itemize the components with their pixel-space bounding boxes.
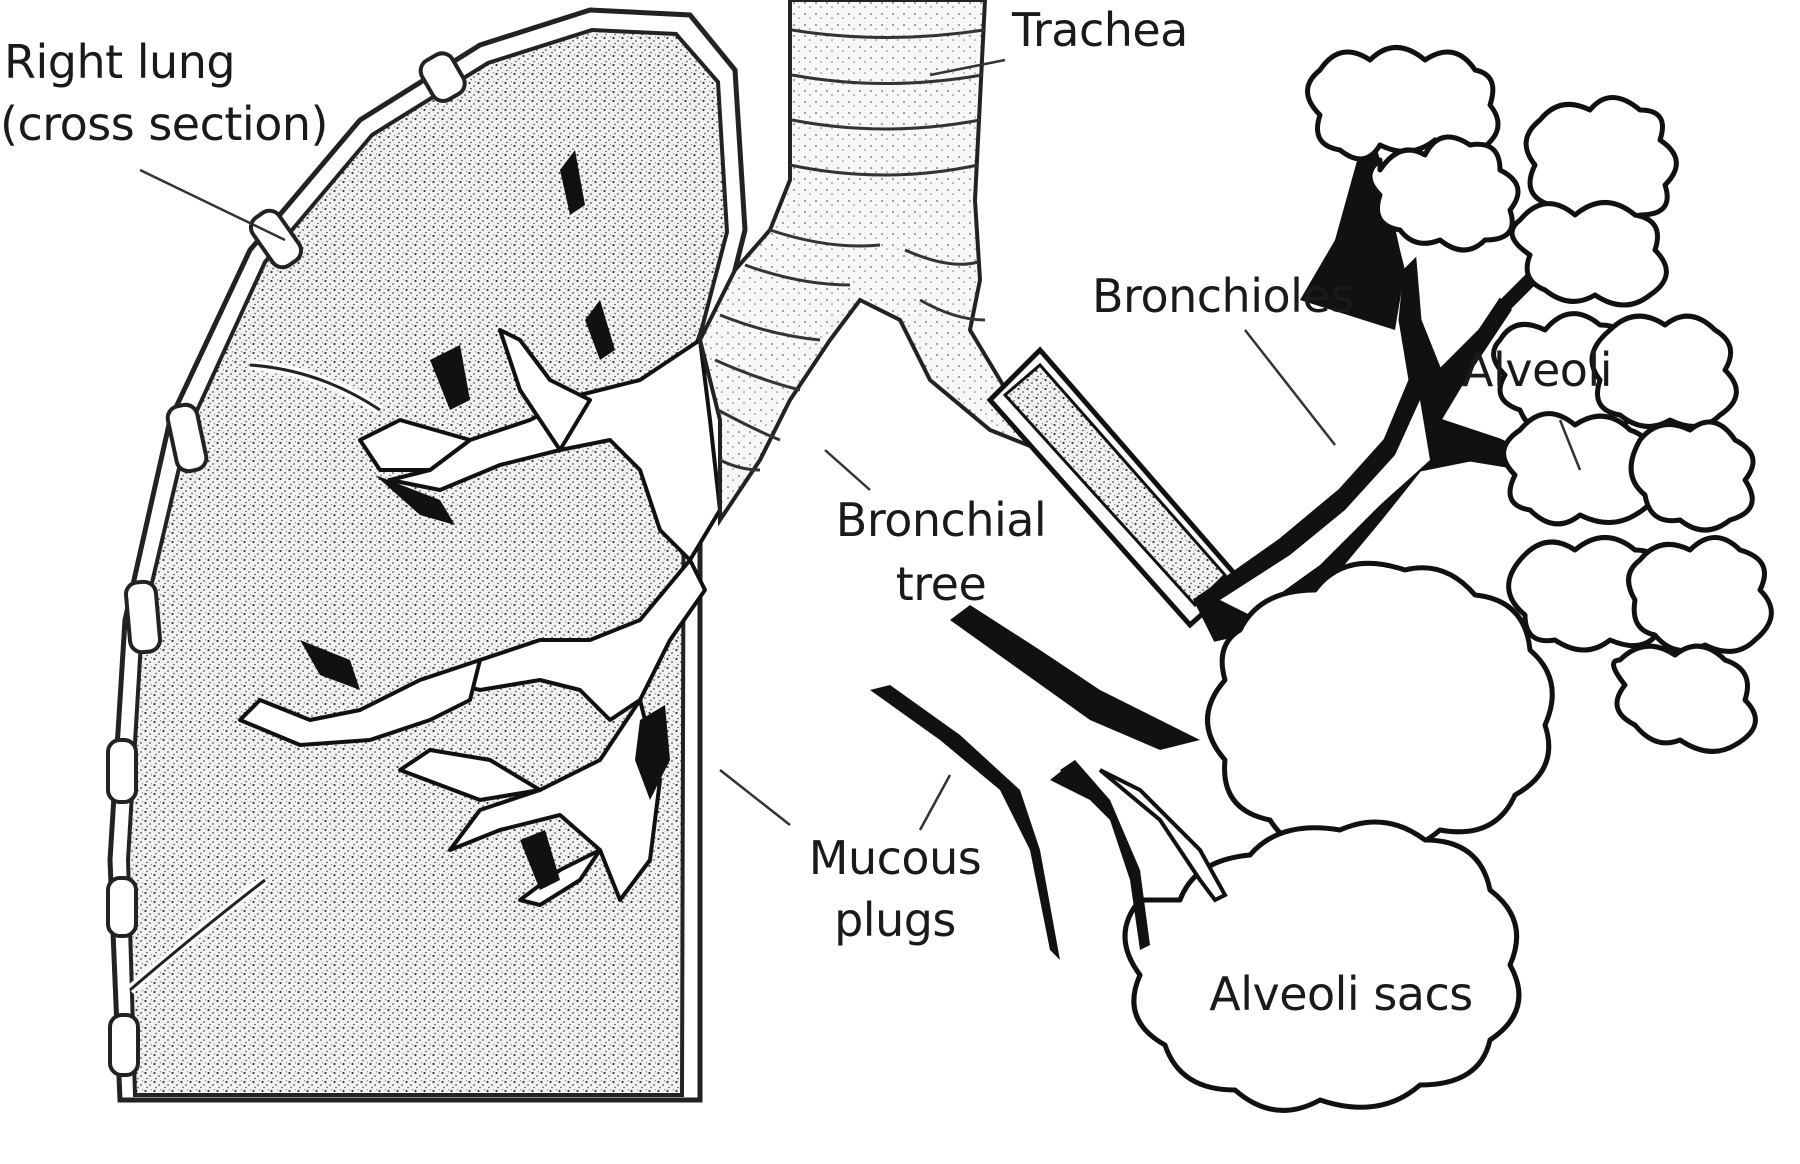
label-mucous-plugs-line1: Mucous — [780, 828, 1010, 888]
label-alveoli: Alveoli — [1462, 340, 1612, 400]
alveoli-sac-upper — [1208, 563, 1553, 852]
trachea-tube — [700, 0, 1040, 520]
leader-right-lung — [140, 170, 285, 240]
label-bronchioles: Bronchioles — [1092, 266, 1354, 326]
leader-bronchioles — [1245, 330, 1335, 445]
label-bronchial-tree-line2: tree — [826, 554, 1056, 614]
lung-body — [128, 30, 727, 1095]
label-mucous-plugs-line2: plugs — [780, 890, 1010, 950]
label-alveoli-sacs: Alveoli sacs — [1176, 964, 1506, 1024]
label-trachea: Trachea — [1012, 0, 1188, 60]
right-lung — [108, 10, 745, 1100]
trachea — [700, 0, 1040, 520]
label-bronchial-tree-line1: Bronchial — [826, 490, 1056, 550]
label-right-lung-line2: (cross section) — [0, 94, 328, 154]
label-right-lung-line1: Right lung — [4, 32, 235, 92]
leader-mucous-plugs-b — [920, 775, 950, 830]
leader-mucous-plugs-a — [720, 770, 790, 825]
leader-bronchial-tree — [825, 450, 870, 490]
